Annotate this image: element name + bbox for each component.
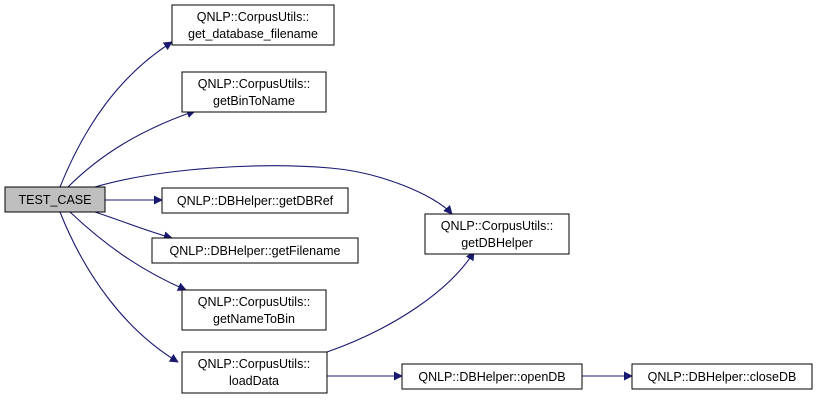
node-getbintoname-line1: QNLP::CorpusUtils:: — [198, 77, 311, 91]
node-getnametobin-line1: QNLP::CorpusUtils:: — [198, 295, 311, 309]
node-loaddata[interactable]: QNLP::CorpusUtils:: loadData — [181, 351, 328, 394]
node-get-database-filename-line1: QNLP::CorpusUtils:: — [197, 10, 310, 24]
node-opendb[interactable]: QNLP::DBHelper::openDB — [401, 363, 583, 390]
edge-root-to-getnametobin — [69, 211, 187, 291]
node-getbintoname[interactable]: QNLP::CorpusUtils:: getBinToName — [181, 71, 327, 113]
node-getdbhelper[interactable]: QNLP::CorpusUtils:: getDBHelper — [424, 213, 570, 255]
node-get-database-filename[interactable]: QNLP::CorpusUtils:: get_database_filenam… — [171, 4, 335, 46]
node-getfilename[interactable]: QNLP::DBHelper::getFilename — [151, 237, 359, 264]
node-loaddata-line1: QNLP::CorpusUtils:: — [198, 357, 311, 371]
node-get-database-filename-line2: get_database_filename — [188, 27, 318, 41]
edge-root-to-loaddata — [59, 211, 179, 363]
node-getdbref[interactable]: QNLP::DBHelper::getDBRef — [161, 187, 349, 214]
node-closedb-label: QNLP::DBHelper::closeDB — [648, 370, 797, 384]
node-closedb[interactable]: QNLP::DBHelper::closeDB — [631, 363, 813, 390]
node-test-case-label: TEST_CASE — [19, 193, 92, 207]
edge-root-to-getdbhelper — [94, 165, 453, 215]
node-getdbref-label: QNLP::DBHelper::getDBRef — [177, 194, 334, 208]
edge-root-to-getbintoname — [67, 109, 196, 188]
node-getbintoname-line2: getBinToName — [213, 94, 295, 108]
nodes: TEST_CASE QNLP::CorpusUtils:: get_databa… — [4, 4, 813, 394]
node-getfilename-label: QNLP::DBHelper::getFilename — [170, 244, 341, 258]
node-opendb-label: QNLP::DBHelper::openDB — [418, 370, 565, 384]
edge-loaddata-to-getdbhelper — [326, 251, 475, 353]
node-getdbhelper-line1: QNLP::CorpusUtils:: — [441, 219, 554, 233]
node-getdbhelper-line2: getDBHelper — [461, 236, 533, 250]
edges — [59, 41, 633, 381]
node-getnametobin[interactable]: QNLP::CorpusUtils:: getNameToBin — [181, 289, 327, 331]
node-getnametobin-line2: getNameToBin — [213, 312, 295, 326]
node-test-case[interactable]: TEST_CASE — [4, 186, 106, 213]
node-loaddata-line2: loadData — [229, 374, 279, 388]
edge-root-to-getfilename — [94, 211, 173, 241]
edge-root-to-get-database-filename — [59, 41, 173, 188]
